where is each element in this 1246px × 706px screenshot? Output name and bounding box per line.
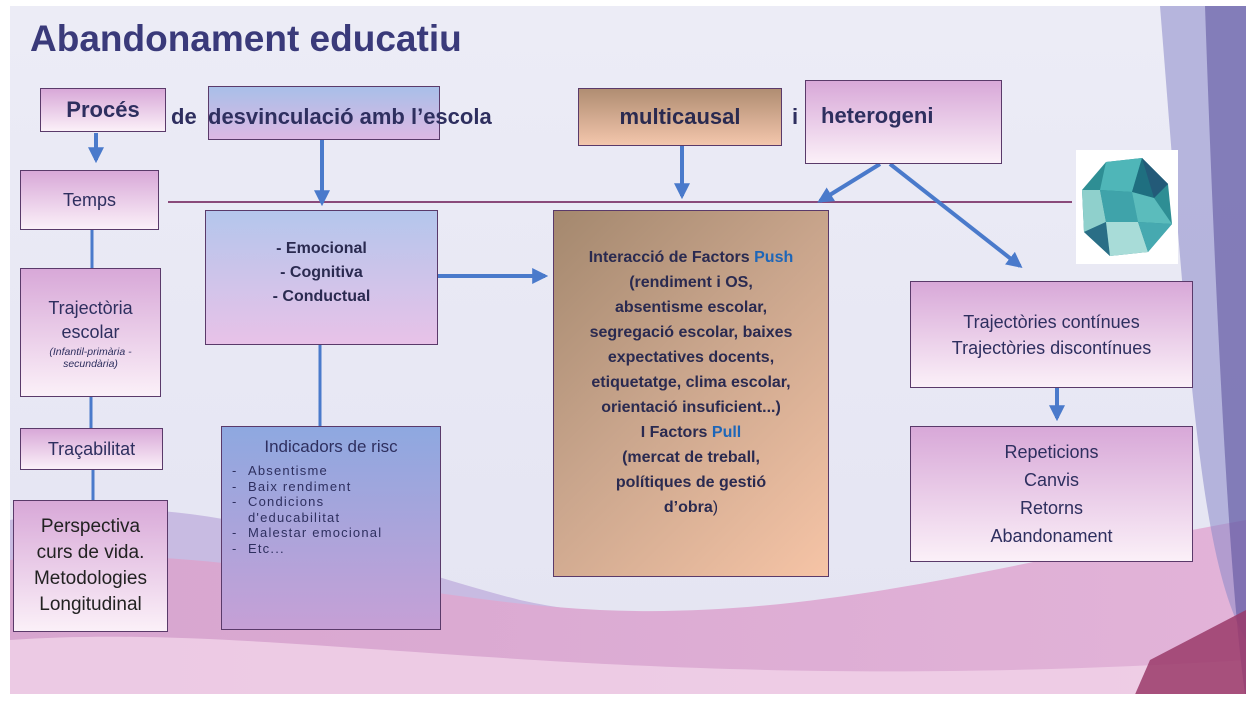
trajectoria-line2: escolar <box>61 321 120 342</box>
desvinculacio-label: desvinculació amb l’escola <box>208 104 492 129</box>
trajectoria-box: Trajectòria escolar (Infantil-primària -… <box>20 268 161 397</box>
heterogeni-box: heterogeni <box>805 80 1002 164</box>
temps-box: Temps <box>20 170 159 230</box>
outcome-item: Abandonament <box>990 526 1113 546</box>
pull-line: I Factors Pull <box>641 420 741 445</box>
trajectoria-sub2: secundària) <box>63 357 118 370</box>
indicadors-box: Indicadors de risc Absentisme Baix rendi… <box>221 426 441 630</box>
tracabilitat-label: Traçabilitat <box>47 438 136 459</box>
desvinculacio-box <box>208 86 440 140</box>
arrow-heterogeni-factors <box>817 162 882 203</box>
indicadors-list: Absentisme Baix rendiment Condicions d'e… <box>222 463 440 556</box>
outcome-item: Retorns <box>1019 498 1084 518</box>
perspectiva-line: Perspectiva <box>40 516 141 537</box>
left-margin <box>0 0 10 706</box>
factors-last-bold: d’obra <box>663 499 713 516</box>
perspectiva-line: Metodologies <box>33 568 148 589</box>
pull-pre: I Factors <box>640 424 712 441</box>
push-line: etiquetatge, clima escolar, <box>591 374 791 391</box>
proces-label: Procés <box>66 97 140 122</box>
de-label: de <box>171 104 197 129</box>
perspectiva-line: curs de vida. <box>36 542 145 563</box>
trajectory-item: Trajectòries discontínues <box>951 337 1152 358</box>
factors-line1: Interacció de Factors Push <box>589 245 794 270</box>
heterogeni-label: heterogeni <box>821 103 934 128</box>
dimension-item: - Emocional <box>276 240 367 257</box>
dimension-item: - Cognitiva <box>280 264 363 281</box>
multicausal-box: multicausal <box>578 88 782 146</box>
pull-detail-line: polítiques de gestió <box>615 474 767 491</box>
factors-last-plain: ) <box>712 499 719 516</box>
dimension-item: - Conductual <box>272 288 371 305</box>
trajectoria-sub1: (Infantil-primària - <box>49 345 132 358</box>
perspectiva-box: Perspectiva curs de vida. Metodologies L… <box>13 500 168 632</box>
indicadors-title: Indicadors de risc <box>264 437 398 456</box>
corner-magenta <box>1130 610 1246 706</box>
pull-detail-line: (mercat de treball, <box>622 449 760 466</box>
slide-title: Abandonament educatiu <box>30 18 462 59</box>
polyhedron-icon-frame <box>1076 150 1178 264</box>
push-line: (rendiment i OS, <box>629 274 753 291</box>
wave-right-dark <box>1205 6 1246 700</box>
outcome-item: Canvis <box>1023 470 1080 490</box>
teal-polyhedron-icon <box>1082 158 1172 256</box>
push-line: absentisme escolar, <box>614 299 768 316</box>
trajectories-box: Trajectòries contínues Trajectòries disc… <box>910 281 1193 388</box>
indicator-item: Malestar emocional <box>232 525 440 541</box>
temps-label: Temps <box>62 189 116 210</box>
outcomes-box: Repeticions Canvis Retorns Abandonament <box>910 426 1193 562</box>
outcome-item: Repeticions <box>1004 442 1099 462</box>
indicator-item: Etc... <box>232 541 440 557</box>
indicator-item: Condicions d'educabilitat <box>232 494 368 525</box>
wave-light-pink <box>10 636 1246 706</box>
pull-label: Pull <box>711 424 742 441</box>
multicausal-label: multicausal <box>619 104 741 129</box>
i-label: i <box>792 104 799 129</box>
proces-box: Procés <box>40 88 166 132</box>
factors-box: Interacció de Factors Push (rendiment i … <box>553 210 829 577</box>
push-label: Push <box>754 249 794 266</box>
perspectiva-line: Longitudinal <box>39 594 142 615</box>
dimensions-box: - Emocional - Cognitiva - Conductual <box>205 210 438 345</box>
push-line: segregació escolar, baixes <box>589 324 793 341</box>
trajectory-item: Trajectòries contínues <box>963 311 1140 332</box>
factors-line1-pre: Interacció de Factors <box>588 249 755 266</box>
factors-last-line: d’obra) <box>664 495 718 520</box>
indicator-item: Absentisme <box>232 463 440 479</box>
tracabilitat-box: Traçabilitat <box>20 428 163 470</box>
bottom-margin <box>0 694 1246 706</box>
indicator-item: Baix rendiment <box>232 479 440 495</box>
push-line: expectatives docents, <box>607 349 775 366</box>
arrow-heterogeni-trajectories <box>888 162 1023 268</box>
trajectoria-line1: Trajectòria <box>48 297 133 318</box>
push-line: orientació insuficient...) <box>601 399 781 416</box>
